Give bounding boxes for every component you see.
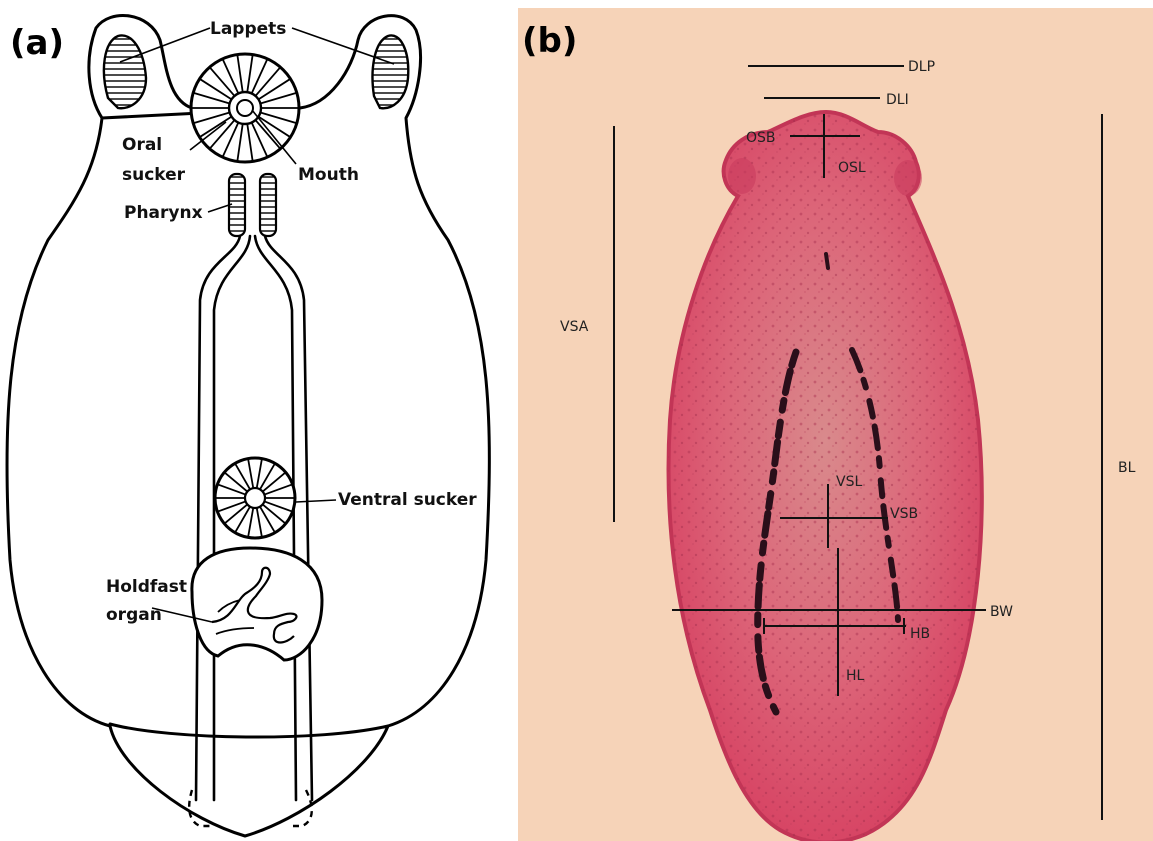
label-lappets: Lappets <box>210 19 286 39</box>
label-oral-sucker-2: sucker <box>122 165 186 185</box>
label-ventral-sucker: Ventral sucker <box>338 490 477 510</box>
lappet-left <box>104 35 146 108</box>
panel-b: (b) DLP DLI <box>518 8 1153 841</box>
label-bw: BW <box>990 604 1013 620</box>
label-bl: BL <box>1118 460 1136 476</box>
label-vsb: VSB <box>890 506 918 522</box>
label-mouth: Mouth <box>298 165 359 185</box>
panel-a: (a) <box>7 16 489 837</box>
label-osb: OSB <box>746 130 776 146</box>
label-dli: DLI <box>886 92 909 108</box>
label-oral-sucker-1: Oral <box>122 135 162 155</box>
label-holdfast-1: Holdfast <box>106 577 187 597</box>
label-hb: HB <box>910 626 930 642</box>
panel-b-letter: (b) <box>522 21 577 61</box>
specimen-lappet-left <box>728 158 756 194</box>
mouth-opening <box>237 100 253 116</box>
label-dlp: DLP <box>908 59 935 75</box>
label-pharynx: Pharynx <box>124 203 203 223</box>
label-vsa: VSA <box>560 319 589 335</box>
oral-sucker <box>191 54 299 162</box>
lappet-right <box>373 35 409 108</box>
holdfast-organ <box>192 548 322 660</box>
label-hl: HL <box>846 668 865 684</box>
pharynx <box>229 174 276 236</box>
ventral-sucker <box>215 458 295 538</box>
label-vsl: VSL <box>836 474 862 490</box>
label-holdfast-2: organ <box>106 605 162 625</box>
specimen-lappet-right <box>894 160 922 196</box>
label-osl: OSL <box>838 160 866 176</box>
hindbody-divider <box>110 724 388 737</box>
panel-a-letter: (a) <box>10 23 64 63</box>
